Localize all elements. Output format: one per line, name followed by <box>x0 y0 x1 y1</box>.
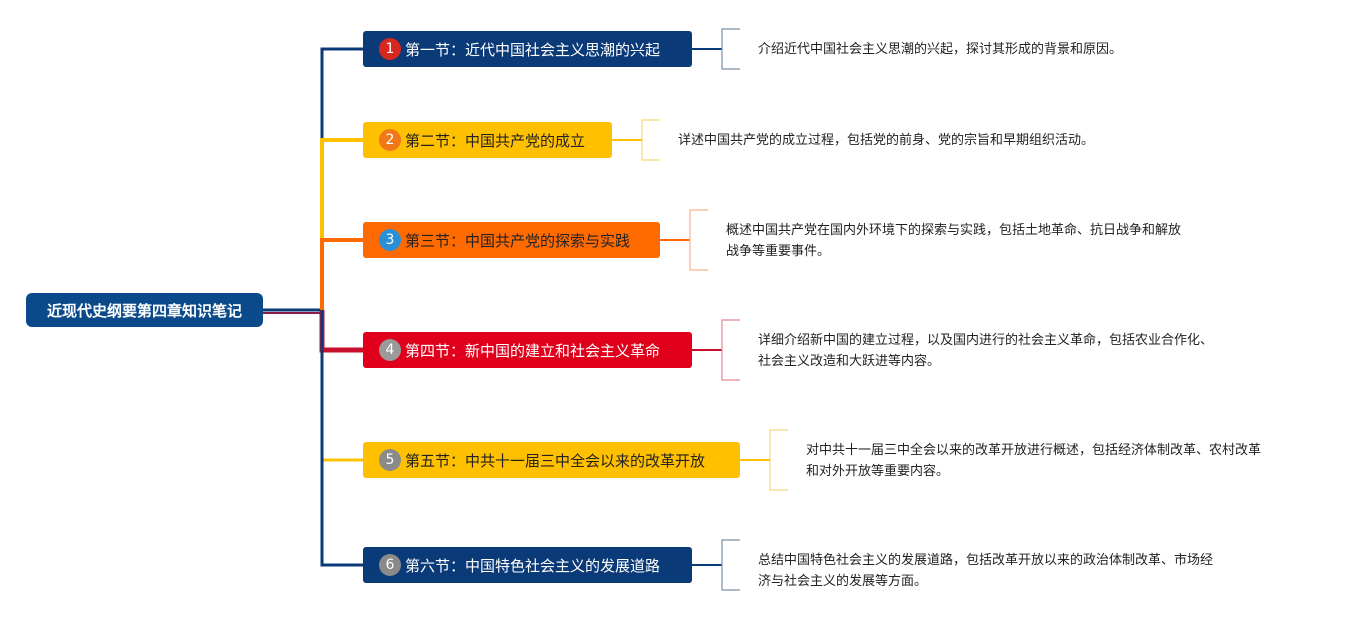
section-desc-6: 总结中国特色社会主义的发展道路，包括改革开放以来的政治体制改革、市场经 济与社会… <box>758 553 1214 589</box>
number-badge-5: 5 <box>379 449 401 471</box>
connector-section-6 <box>320 310 363 567</box>
bracket-desc-4 <box>721 319 740 381</box>
section-node-5[interactable]: 5 第五节：中共十一届三中全会以来的改革开放 <box>363 442 740 478</box>
bracket-desc-5 <box>769 429 788 491</box>
number-badge-1: 1 <box>379 38 401 60</box>
number-badge-4: 4 <box>379 339 401 361</box>
number-badge-2: 2 <box>379 129 401 151</box>
section-desc-1: 介绍近代中国社会主义思潮的兴起，探讨其形成的背景和原因。 <box>758 42 1123 57</box>
section-node-2[interactable]: 2 第二节：中国共产党的成立 <box>363 122 612 158</box>
connector-section-1 <box>320 47 363 310</box>
section-desc-5: 对中共十一届三中全会以来的改革开放进行概述，包括经济体制改革、农村改革 和对外开… <box>806 443 1262 479</box>
connector-section-3 <box>320 238 363 310</box>
number-badge-3: 3 <box>379 229 401 251</box>
bracket-desc-1 <box>721 28 740 70</box>
bracket-desc-3 <box>689 209 708 271</box>
section-title-2: 第二节：中国共产党的成立 <box>405 131 586 150</box>
root-label: 近现代史纲要第四章知识笔记 <box>46 301 242 320</box>
section-title-3: 第三节：中国共产党的探索与实践 <box>405 231 631 250</box>
section-title-1: 第一节：近代中国社会主义思潮的兴起 <box>405 40 661 59</box>
section-node-3[interactable]: 3 第三节：中国共产党的探索与实践 <box>363 222 660 258</box>
number-badge-6: 6 <box>379 554 401 576</box>
connector-section-4 <box>319 310 363 353</box>
section-node-6[interactable]: 6 第六节：中国特色社会主义的发展道路 <box>363 547 692 583</box>
section-title-5: 第五节：中共十一届三中全会以来的改革开放 <box>405 451 706 470</box>
section-node-4[interactable]: 4 第四节：新中国的建立和社会主义革命 <box>363 332 692 368</box>
connector-section-2 <box>320 138 363 310</box>
root-node[interactable]: 近现代史纲要第四章知识笔记 <box>26 293 263 327</box>
section-desc-4: 详细介绍新中国的建立过程，以及国内进行的社会主义革命，包括农业合作化、 社会主义… <box>758 333 1214 369</box>
section-title-6: 第六节：中国特色社会主义的发展道路 <box>405 556 661 575</box>
bracket-desc-2 <box>641 119 660 161</box>
connector-section-5 <box>320 310 363 462</box>
bracket-desc-6 <box>721 539 740 591</box>
section-desc-2: 详述中国共产党的成立过程，包括党的前身、党的宗旨和早期组织活动。 <box>678 133 1095 148</box>
section-title-4: 第四节：新中国的建立和社会主义革命 <box>405 341 661 360</box>
section-desc-3: 概述中国共产党在国内外环境下的探索与实践，包括土地革命、抗日战争和解放 战争等重… <box>726 223 1182 259</box>
section-node-1[interactable]: 1 第一节：近代中国社会主义思潮的兴起 <box>363 31 692 67</box>
